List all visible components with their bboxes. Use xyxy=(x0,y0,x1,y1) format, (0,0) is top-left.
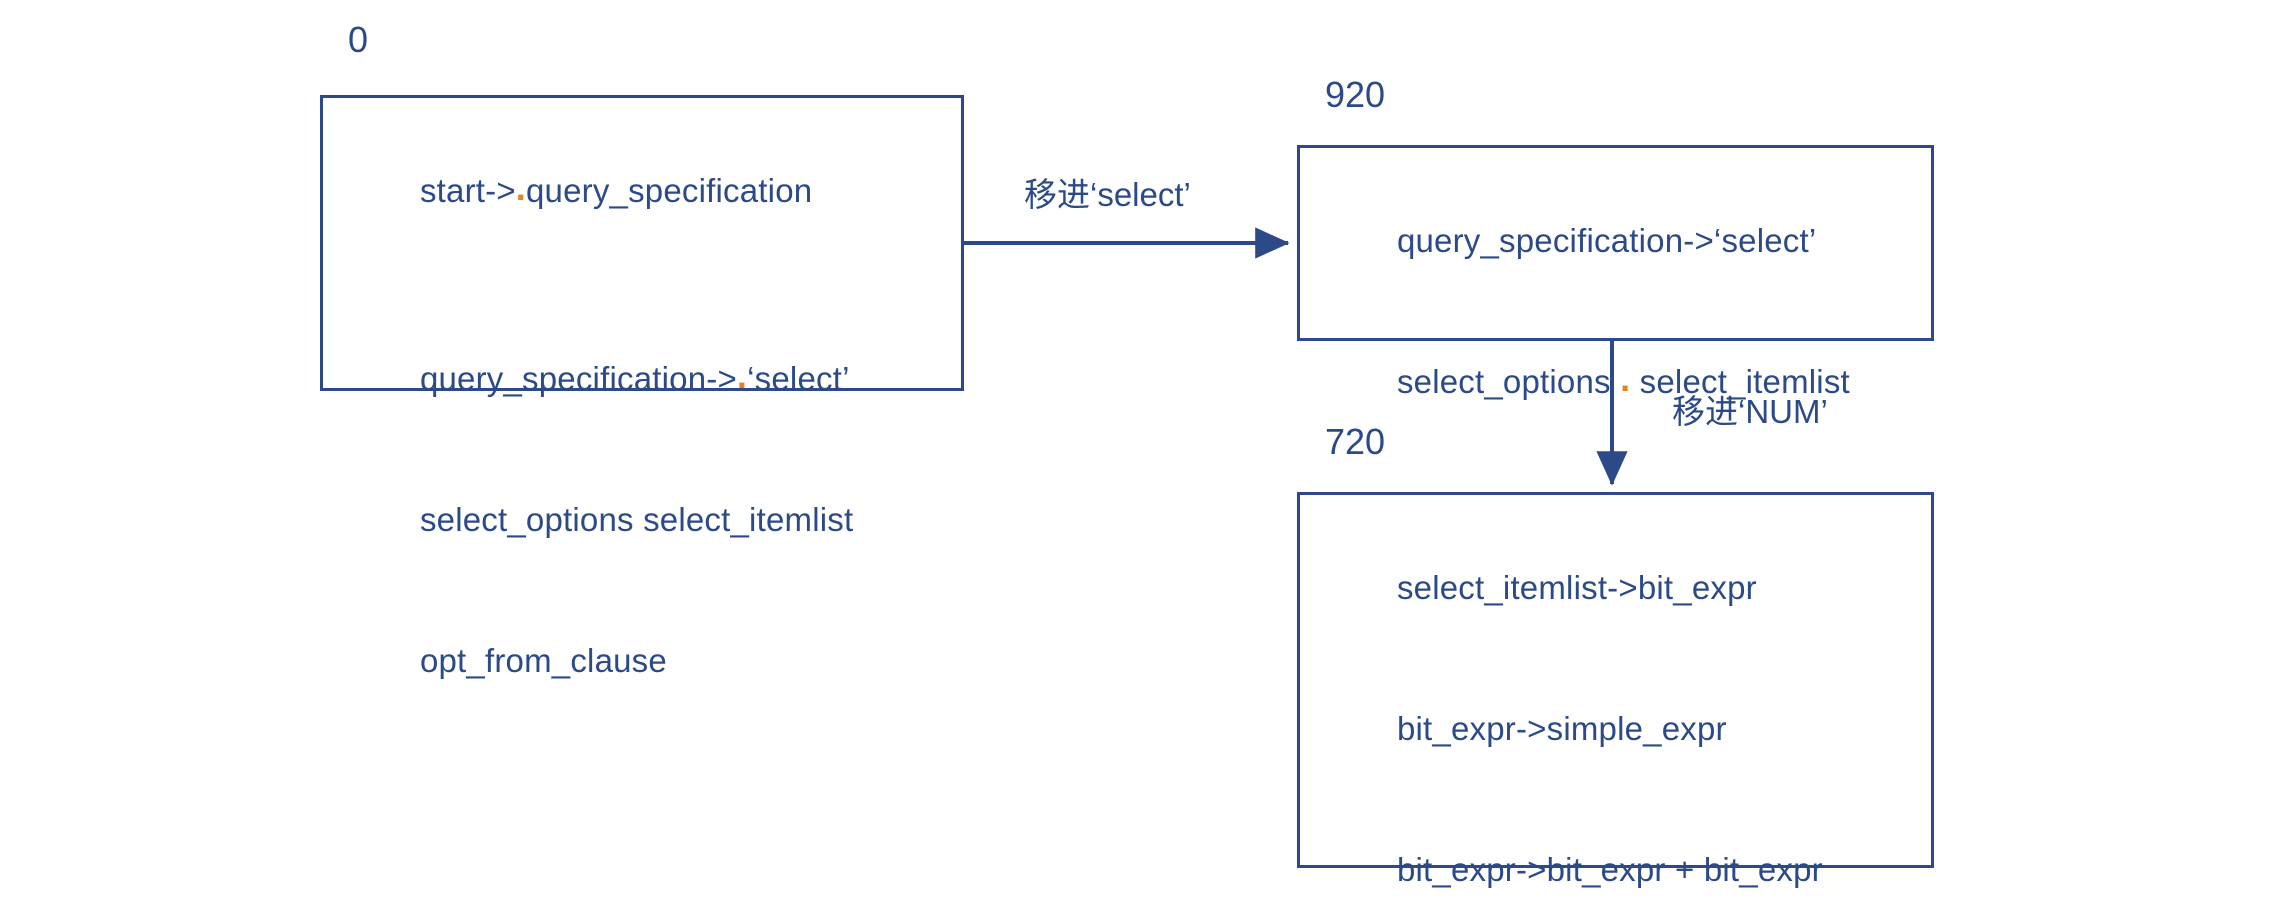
item-text-before: bit_expr->bit_expr + bit_expr xyxy=(1396,851,1823,888)
item-line: start->.query_specification xyxy=(345,120,961,261)
state-label-920: 920 xyxy=(1325,74,1386,115)
item-text-before: start-> xyxy=(419,172,516,209)
item-text-before: select_options select_itemlist xyxy=(419,501,854,538)
item-line: select_options select_itemlist xyxy=(345,449,961,590)
item-line: query_specification->.‘select’ xyxy=(345,308,961,449)
item-line: select_itemlist->bit_expr xyxy=(1322,517,1931,658)
item-line: bit_expr->simple_expr xyxy=(1322,658,1931,799)
dot-marker: . xyxy=(736,355,748,396)
item-text-before: select_itemlist->bit_expr xyxy=(1396,569,1757,606)
item-line: bit_expr->bit_expr + bit_expr xyxy=(1322,799,1931,911)
edge-label-shift-num: 移进‘NUM’ xyxy=(1672,393,1828,430)
item-text-before: opt_from_clause xyxy=(419,642,667,679)
state-label-0: 0 xyxy=(348,19,369,60)
item-text-after: ‘select’ xyxy=(747,360,850,397)
item-line-blank xyxy=(345,261,961,308)
state-label-720: 720 xyxy=(1325,421,1386,462)
state-box-0[interactable]: start->.query_specification query_specif… xyxy=(320,95,964,679)
item-text-after: query_specification xyxy=(526,172,813,209)
state-box-920[interactable]: query_specification->‘select’ select_opt… xyxy=(1297,145,1934,541)
item-text-before: query_specification->‘select’ xyxy=(1396,222,1817,259)
dot-marker: . xyxy=(515,167,526,208)
item-line: query_specification->‘select’ xyxy=(1322,170,1931,311)
item-text-after: select_itemlist xyxy=(1630,363,1850,400)
item-text-before: select_options xyxy=(1396,363,1621,400)
item-text-before: query_specification-> xyxy=(419,360,737,397)
item-line: opt_from_clause xyxy=(345,590,961,731)
dot-marker: . xyxy=(1620,358,1631,399)
state-box-720[interactable]: select_itemlist->bit_expr bit_expr->simp… xyxy=(1297,492,1934,888)
state-box-0-items: start->.query_specification query_specif… xyxy=(323,98,961,731)
edge-label-shift-select: 移进‘select’ xyxy=(1024,176,1191,213)
item-line: select_options . select_itemlist xyxy=(1322,311,1931,452)
state-box-720-items: select_itemlist->bit_expr bit_expr->simp… xyxy=(1300,495,1931,911)
item-text-before: bit_expr->simple_expr xyxy=(1396,710,1727,747)
